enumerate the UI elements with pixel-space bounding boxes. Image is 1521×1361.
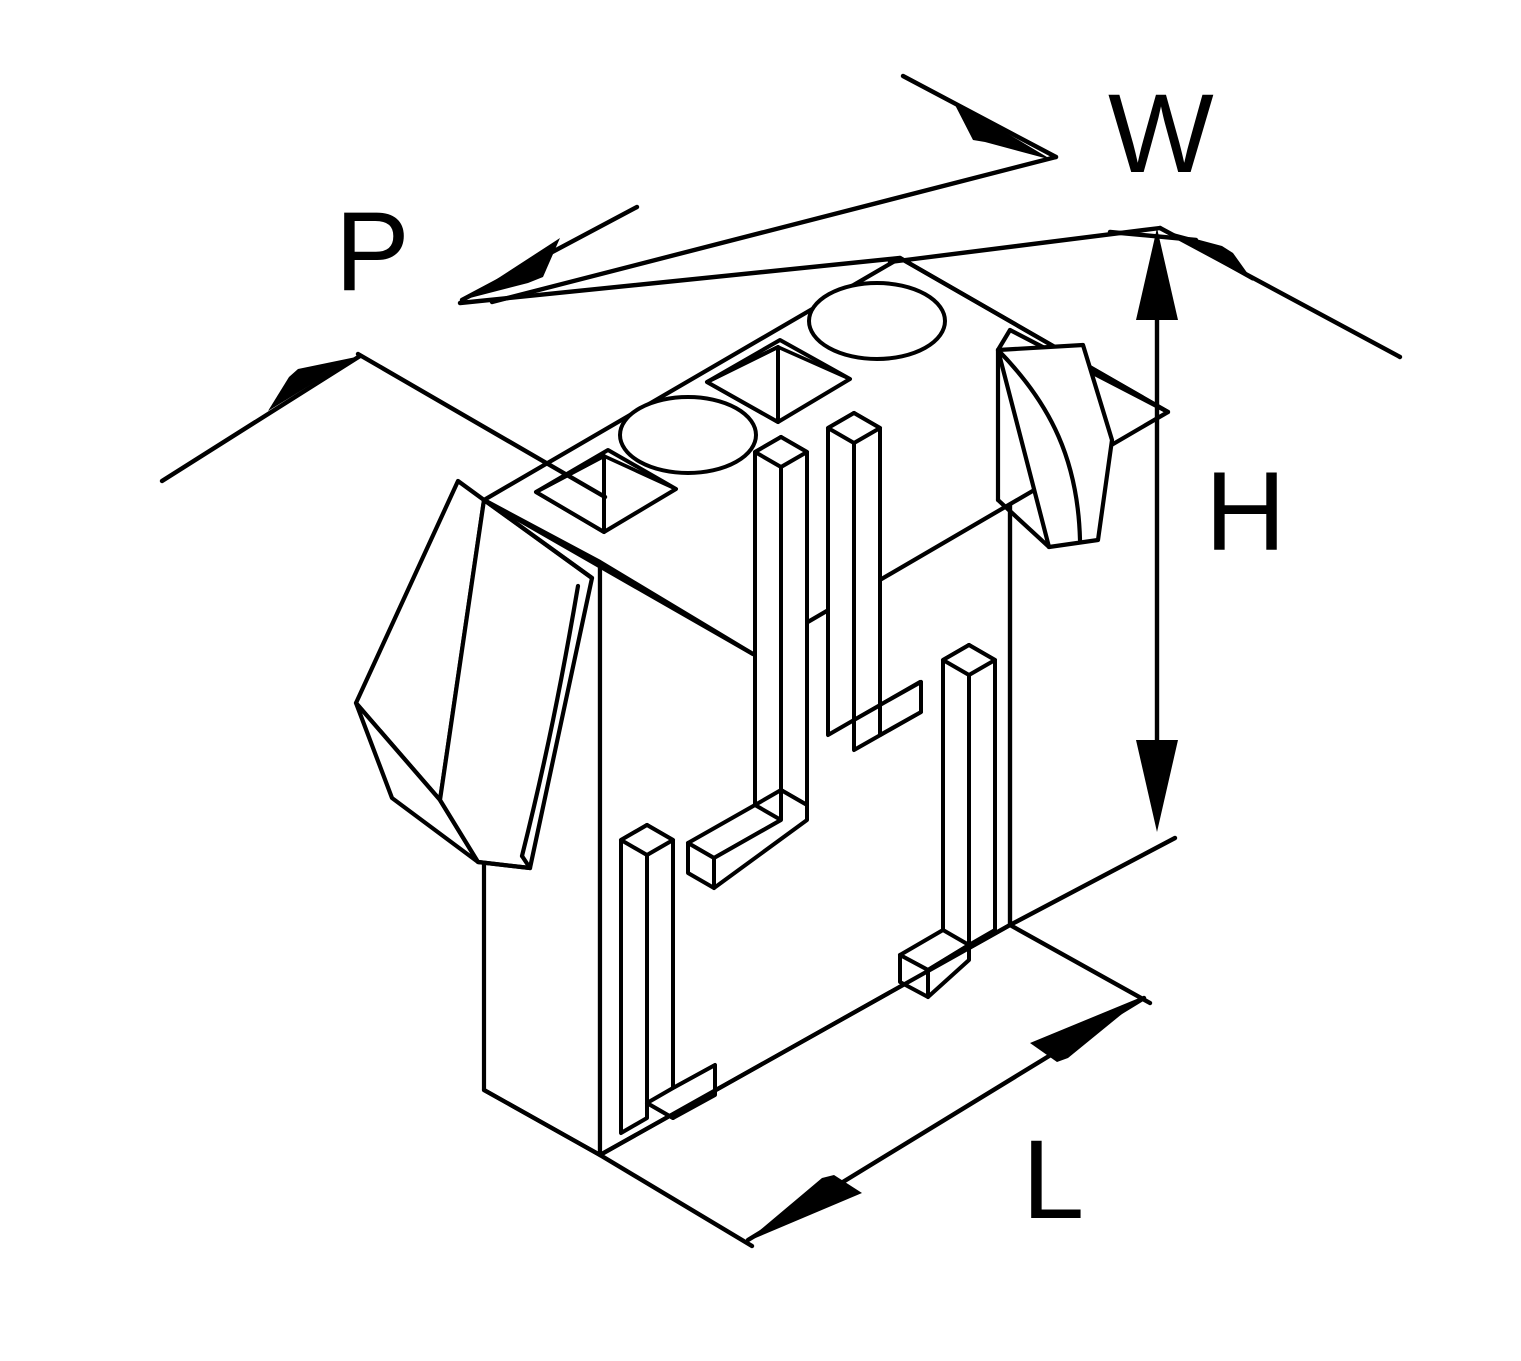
dim-l-ext-left bbox=[597, 1152, 755, 1249]
dim-l-arrowhead-right bbox=[1030, 996, 1144, 1062]
pin-b-vertical-front bbox=[826, 411, 856, 737]
dim-l-arrowhead-left bbox=[746, 1175, 862, 1242]
dim-w-line-upper bbox=[900, 73, 1059, 160]
dim-p-ext-upper bbox=[457, 255, 903, 306]
dim-label-l-text: L bbox=[1022, 1117, 1084, 1242]
dim-h-arrowhead-bottom bbox=[1136, 740, 1178, 832]
pin-c-foot-edge bbox=[671, 1063, 717, 1090]
dim-p-line-left bbox=[159, 353, 363, 484]
contact-pin-a bbox=[686, 435, 809, 890]
top-slab-inner-ridge bbox=[897, 255, 1171, 415]
left-flange-top-ridge bbox=[481, 497, 595, 581]
dim-w-ext-upper bbox=[489, 154, 1059, 305]
dimension-p bbox=[159, 204, 903, 500]
top-slab-left-thickness bbox=[481, 497, 756, 657]
top-cavity-1-back-right bbox=[602, 454, 678, 491]
pin-a-vertical-side bbox=[779, 435, 809, 807]
dim-label-w-text: W bbox=[1108, 71, 1214, 196]
top-hole-2 bbox=[807, 281, 947, 361]
pin-d-top-cap bbox=[941, 643, 997, 677]
connector-part bbox=[353, 255, 1171, 1158]
dim-h-ext-bottom bbox=[1007, 835, 1178, 928]
pin-a-vertical-front bbox=[753, 435, 783, 807]
dim-p-arrowhead-left bbox=[268, 357, 356, 411]
pin-b-vertical-side bbox=[852, 411, 882, 737]
top-cavity-2-back-right bbox=[776, 345, 852, 381]
contact-pin-c bbox=[619, 823, 717, 1135]
dimension-w bbox=[489, 73, 1403, 360]
pin-a-foot-side bbox=[712, 788, 809, 890]
dimension-label-p: P bbox=[335, 189, 410, 314]
contact-pin-b bbox=[826, 411, 923, 752]
dim-h-ext-top bbox=[1107, 229, 1199, 243]
right-flange-bottom-edge bbox=[995, 497, 1052, 550]
top-cavity-1-back-left bbox=[534, 454, 606, 494]
dimension-label-l: L bbox=[1022, 1117, 1084, 1242]
pin-b-top-cap bbox=[826, 411, 882, 445]
right-flange-curved-edge bbox=[995, 347, 1083, 543]
dimension-l bbox=[597, 922, 1153, 1249]
left-flange-curved-edge bbox=[519, 583, 581, 859]
left-flange-front-face bbox=[437, 497, 595, 871]
right-flange-face bbox=[995, 342, 1115, 550]
pin-d-vertical-front bbox=[941, 643, 971, 962]
pin-c-vertical-front bbox=[619, 823, 649, 1135]
dimension-label-w: W bbox=[1108, 71, 1214, 196]
pin-a-top-cap bbox=[753, 435, 809, 469]
dim-label-p-text: P bbox=[335, 189, 410, 314]
dim-h-arrowhead-top bbox=[1136, 228, 1178, 320]
dimension-h bbox=[1007, 228, 1199, 928]
dim-label-h-text: H bbox=[1205, 449, 1286, 574]
pin-c-vertical-side bbox=[645, 823, 675, 1120]
top-hole-1 bbox=[618, 395, 758, 475]
dim-w-arrowhead-lower bbox=[1162, 230, 1253, 281]
left-flange-bottom-tip bbox=[475, 859, 533, 871]
dim-p-ext-lower bbox=[355, 351, 608, 500]
pin-c-top-cap bbox=[619, 823, 675, 857]
dimension-label-h: H bbox=[1205, 449, 1286, 574]
dim-w-arrowhead-upper bbox=[953, 101, 1052, 160]
top-cavity-2-back-left bbox=[705, 345, 780, 384]
pin-d-vertical-side bbox=[967, 643, 997, 947]
right-flange-top-link bbox=[995, 327, 1013, 353]
pin-b-foot-end bbox=[878, 680, 923, 737]
dim-l-ext-right bbox=[1007, 922, 1153, 1006]
dim-p-arrowhead-right bbox=[466, 238, 560, 299]
